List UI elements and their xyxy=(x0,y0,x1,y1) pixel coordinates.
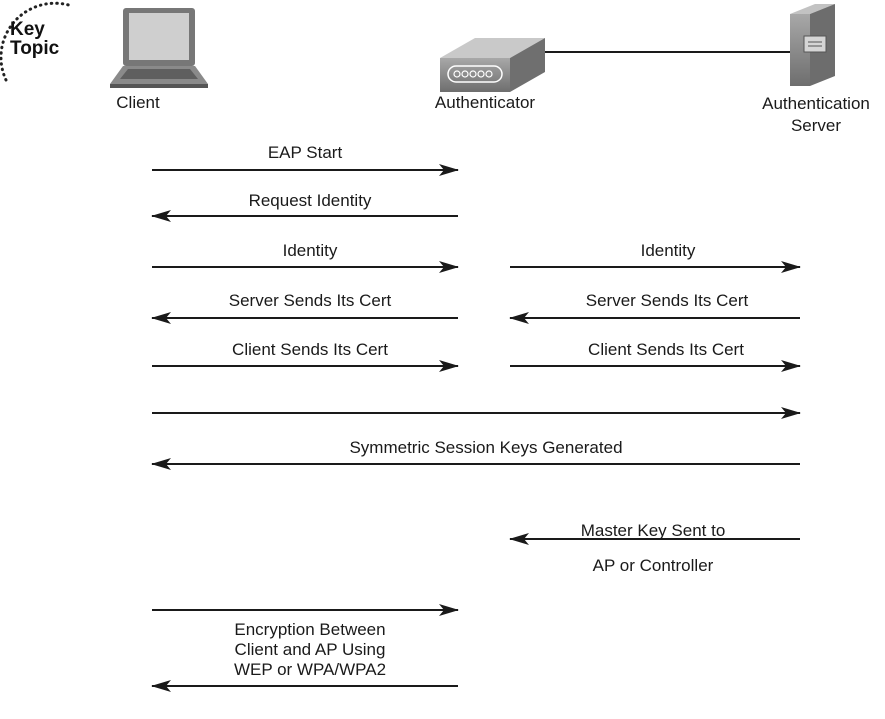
message-server-cert-right: Server Sends Its Cert xyxy=(585,291,749,310)
message-client-cert-right: Client Sends Its Cert xyxy=(588,340,744,359)
key-topic-badge: Key Topic xyxy=(0,0,92,92)
message-server-cert-left: Server Sends Its Cert xyxy=(228,291,392,310)
message-session-keys: Symmetric Session Keys Generated xyxy=(349,438,623,457)
message-encryption: Encryption Between Client and AP Using W… xyxy=(233,620,387,679)
server-icon xyxy=(790,4,835,86)
message-eap-start: EAP Start xyxy=(267,143,343,162)
authentication-server-label: Authentication Server xyxy=(762,94,870,135)
key-topic-dots-icon xyxy=(0,1,74,82)
message-identity-client: Identity xyxy=(282,241,338,260)
message-client-cert-left: Client Sends Its Cert xyxy=(232,340,388,359)
message-identity-server: Identity xyxy=(640,241,696,260)
message-request-identity: Request Identity xyxy=(248,191,372,210)
laptop-icon xyxy=(110,8,208,88)
key-topic-label: Key Topic xyxy=(10,19,60,59)
message-master-key: Master Key Sent to AP or Controller xyxy=(580,521,726,575)
authenticator-label: Authenticator xyxy=(434,93,536,112)
client-label: Client xyxy=(116,93,160,112)
access-point-icon xyxy=(440,38,545,92)
